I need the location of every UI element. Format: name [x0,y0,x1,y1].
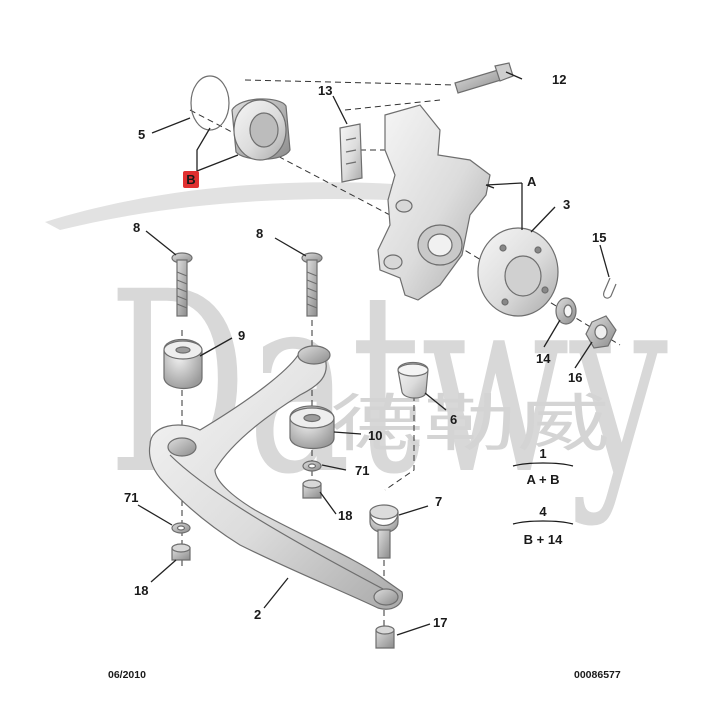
wheel-bearing [231,98,291,161]
callout-18: 18 [338,508,352,523]
legend-formula: A + B [526,472,559,487]
footer-reference: 00086577 [574,669,621,681]
lower-control-arm [148,345,404,610]
hub-3 [477,227,559,317]
callout-7: 7 [435,494,442,509]
washer-71-left [171,522,191,534]
steering-knuckle [377,104,491,301]
callout-9: 9 [238,328,245,343]
callout-18: 18 [134,583,148,598]
bush-9 [163,339,203,389]
circlip-5 [190,75,230,131]
watermark-cjk: 德勒威 [330,387,610,460]
callout-12: 12 [552,72,566,87]
nut-18-right [302,479,322,499]
callout-B: B [186,172,195,187]
legend-number: 1 [539,446,546,461]
callout-15: 15 [592,230,606,245]
legend: 1 A + B 4 B + 14 [512,446,574,547]
callout-box-b [183,171,199,188]
callout-16: 16 [568,370,582,385]
footer-date: 06/2010 [108,669,146,681]
callout-2: 2 [254,607,261,622]
nut-17 [375,625,395,649]
legend-number: 4 [539,504,547,519]
callout-8: 8 [133,220,140,235]
callout-8: 8 [256,226,263,241]
legend-divider [512,520,574,525]
callout-17: 17 [433,615,447,630]
callout-10: 10 [368,428,382,443]
watermark-swoosh [45,182,470,230]
legend-formula: B + 14 [524,532,563,547]
nut-16 [585,315,617,349]
ball-joint-7 [369,504,399,559]
callout-71: 71 [124,490,138,505]
washer-14 [555,297,577,325]
callout-71: 71 [355,463,369,478]
bolt-12 [454,62,514,94]
bush-10 [289,405,335,449]
bracket-13 [339,123,363,183]
callout-6: 6 [450,412,457,427]
nut-18-left [171,543,191,561]
clip-6 [397,361,429,399]
callout-5: 5 [138,127,145,142]
split-pin-15 [603,277,617,299]
callout-3: 3 [563,197,570,212]
washer-71-right [302,460,322,472]
legend-divider [512,462,574,467]
callout-A: A [527,174,537,189]
callout-13: 13 [318,83,332,98]
bolt-8-right [301,252,323,317]
bolt-8-left [171,252,193,317]
callout-14: 14 [536,351,551,366]
leader-lines [137,71,610,636]
